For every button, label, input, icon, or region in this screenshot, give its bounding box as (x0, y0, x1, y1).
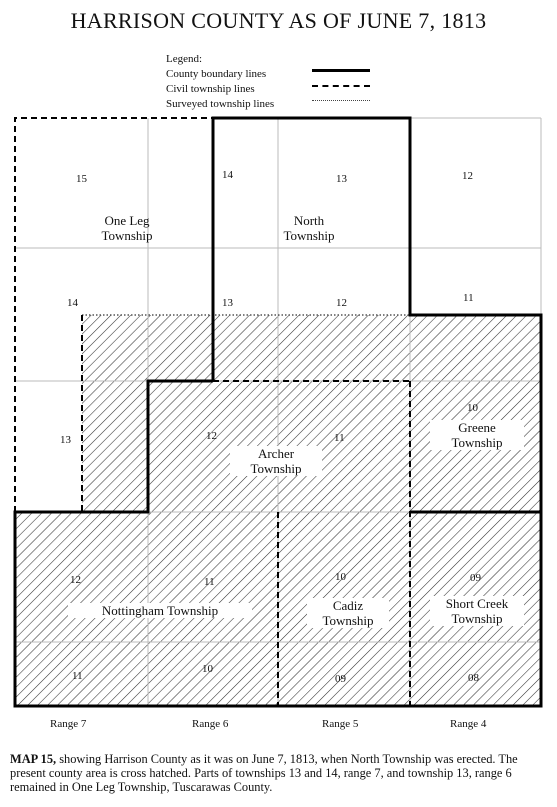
township-number: 11 (334, 432, 345, 444)
archer-township-label: Archer Township (230, 446, 322, 476)
north-township-label: North Township (283, 213, 335, 243)
nottingham-township-label: Nottingham Township (68, 603, 252, 618)
legend-heading: Legend: (166, 53, 203, 65)
range-6-label: Range 6 (192, 718, 229, 730)
township-number: 11 (204, 576, 215, 588)
map-legend: Legend: County boundary lines Civil town… (166, 52, 370, 112)
township-number: 09 (470, 572, 481, 584)
township-number: 12 (336, 297, 347, 309)
township-number: 11 (72, 670, 83, 682)
township-number: 12 (206, 430, 217, 442)
legend-surveyed-label: Surveyed township lines (166, 98, 275, 110)
map-title: HARRISON COUNTY AS OF JUNE 7, 1813 (70, 8, 487, 33)
township-number: 08 (468, 672, 479, 684)
short-creek-township-label: Short Creek Township (430, 596, 524, 626)
township-number: 11 (463, 292, 474, 304)
range-7-label: Range 7 (50, 718, 87, 730)
caption-text: showing Harrison County as it was on Jun… (10, 752, 518, 794)
township-number: 14 (67, 297, 78, 309)
cadiz-township-label: Cadiz Township (307, 598, 389, 628)
caption-lead: MAP 15, (10, 752, 57, 766)
legend-civil-line-swatch (312, 85, 370, 87)
township-number: 13 (222, 297, 233, 309)
legend-surveyed-line-swatch (312, 100, 370, 101)
legend-county-line-swatch (312, 69, 370, 72)
township-number: 10 (467, 402, 478, 414)
map-caption: MAP 15, showing Harrison County as it wa… (10, 752, 550, 794)
civil-township-lines (14, 117, 411, 706)
county-boundary-lines (13, 116, 543, 708)
township-number: 13 (60, 434, 71, 446)
township-number: 10 (202, 663, 213, 675)
one-leg-township-label: One Leg Township (101, 213, 153, 243)
greene-township-label: Greene Township (430, 420, 524, 450)
township-number: 12 (462, 170, 473, 182)
township-number: 15 (76, 173, 87, 185)
township-number: 12 (70, 574, 81, 586)
township-number: 09 (335, 673, 346, 685)
range-4-label: Range 4 (450, 718, 487, 730)
township-number: 14 (222, 169, 233, 181)
township-number: 13 (336, 173, 347, 185)
range-5-label: Range 5 (322, 718, 359, 730)
legend-civil-label: Civil township lines (166, 83, 255, 95)
legend-county-label: County boundary lines (166, 68, 267, 80)
township-number: 10 (335, 571, 346, 583)
